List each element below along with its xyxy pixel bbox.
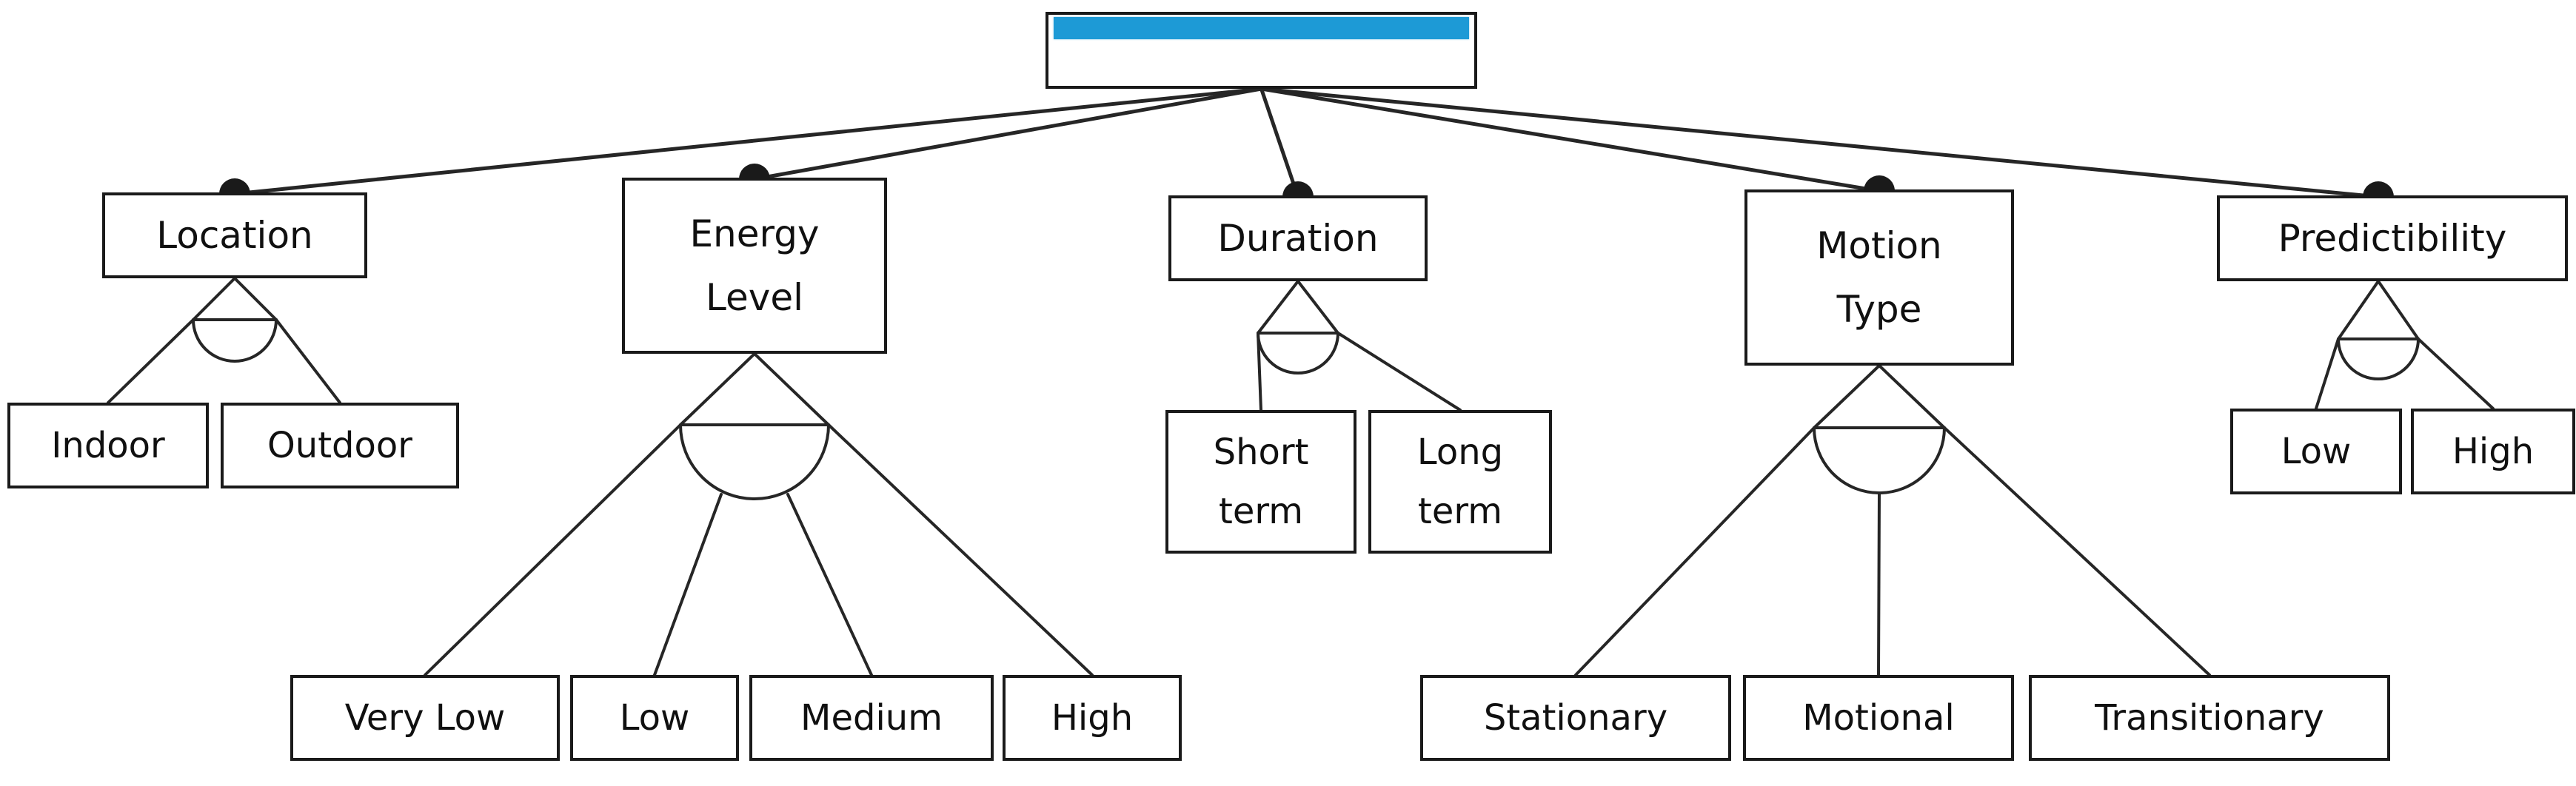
class-box-predictibility-low[interactable]: Low: [2230, 409, 2402, 494]
class-box-energy-level-label-2: Level: [706, 276, 803, 319]
generalization-edge-low: [653, 493, 723, 676]
generalization-leg-right-predictibility: [2377, 280, 2420, 340]
class-box-motion-type-label-2: Type: [1836, 288, 1922, 331]
generalization-leg-left-energy-level: [679, 352, 756, 426]
class-box-energy-level-label-1: Energy: [689, 212, 820, 255]
generalization-motion-type-arc: [1813, 427, 1946, 494]
generalization-leg-left-motion-type: [1813, 364, 1881, 429]
class-box-transitionary-label: Transitionary: [2095, 696, 2324, 739]
class-box-stationary-label: Stationary: [1483, 696, 1668, 739]
generalization-edge-indoor: [107, 318, 195, 404]
generalization-leg-right-energy-level: [753, 352, 830, 426]
class-box-predictibility-low-label: Low: [2281, 430, 2352, 472]
generalization-edge-transitionary: [1943, 426, 2211, 676]
generalization-energy-level-arc: [679, 424, 830, 500]
class-box-duration-label: Duration: [1217, 216, 1379, 260]
generalization-leg-right-location: [233, 277, 278, 321]
class-box-outdoor-label: Outdoor: [267, 424, 412, 466]
class-box-medium-label: Medium: [800, 696, 943, 739]
generalization-edge-predictibility-high: [2417, 337, 2495, 410]
class-box-duration[interactable]: Duration: [1168, 195, 1428, 281]
class-box-location-label: Location: [156, 213, 313, 257]
composition-edge-energy-level: [752, 87, 1263, 181]
class-box-motion-type-label-1: Motion: [1816, 224, 1942, 267]
class-box-low[interactable]: Low: [570, 675, 739, 761]
class-box-motional-label: Motional: [1802, 696, 1955, 739]
generalization-leg-left-duration: [1257, 280, 1299, 335]
class-box-medium[interactable]: Medium: [749, 675, 994, 761]
class-box-short-term-label-1: Short: [1213, 431, 1309, 473]
generalization-edge-long-term: [1336, 332, 1462, 412]
class-box-indoor[interactable]: Indoor: [7, 403, 209, 488]
class-box-predictibility-high-label: High: [2452, 430, 2535, 472]
generalization-edge-medium: [786, 493, 873, 676]
class-box-very-low-label: Very Low: [344, 696, 506, 739]
generalization-leg-left-location: [192, 277, 236, 321]
composition-edge-duration: [1259, 87, 1300, 199]
generalization-edge-predictibility-low: [2315, 337, 2340, 410]
generalization-edge-short-term: [1257, 332, 1262, 412]
class-box-low-label: Low: [619, 696, 690, 739]
class-box-predictibility[interactable]: Predictibility: [2217, 195, 2568, 281]
generalization-edge-stationary: [1574, 426, 1816, 676]
class-box-outdoor[interactable]: Outdoor: [221, 403, 459, 488]
class-box-high-label: High: [1051, 696, 1134, 739]
composition-edge-motion-type: [1259, 87, 1881, 193]
generalization-duration-arc: [1257, 332, 1339, 374]
class-box-high[interactable]: High: [1003, 675, 1182, 761]
root-class-box[interactable]: [1046, 12, 1477, 89]
composition-edge-predictibility: [1259, 87, 2381, 199]
generalization-leg-right-motion-type: [1878, 364, 1946, 429]
class-box-motional[interactable]: Motional: [1743, 675, 2014, 761]
class-box-short-term-label-2: term: [1219, 491, 1303, 532]
class-box-short-term[interactable]: Short term: [1165, 410, 1356, 554]
root-title-bar: [1054, 17, 1469, 39]
generalization-leg-left-predictibility: [2337, 280, 2380, 340]
class-box-very-low[interactable]: Very Low: [290, 675, 560, 761]
class-box-long-term-label-1: Long: [1416, 431, 1504, 473]
class-box-long-term-label-2: term: [1418, 491, 1502, 532]
generalization-location-arc: [192, 319, 278, 363]
class-box-long-term[interactable]: Long term: [1368, 410, 1552, 554]
generalization-edge-high: [827, 423, 1094, 676]
class-box-stationary[interactable]: Stationary: [1420, 675, 1731, 761]
class-box-predictibility-high[interactable]: High: [2411, 409, 2575, 494]
class-box-predictibility-label: Predictibility: [2278, 216, 2507, 260]
generalization-leg-right-duration: [1297, 280, 1339, 335]
generalization-edge-very-low: [424, 423, 682, 676]
class-box-transitionary[interactable]: Transitionary: [2029, 675, 2390, 761]
class-box-location[interactable]: Location: [102, 192, 367, 278]
generalization-predictibility-arc: [2337, 338, 2420, 380]
class-box-indoor-label: Indoor: [51, 424, 165, 466]
generalization-edge-outdoor: [275, 318, 341, 404]
